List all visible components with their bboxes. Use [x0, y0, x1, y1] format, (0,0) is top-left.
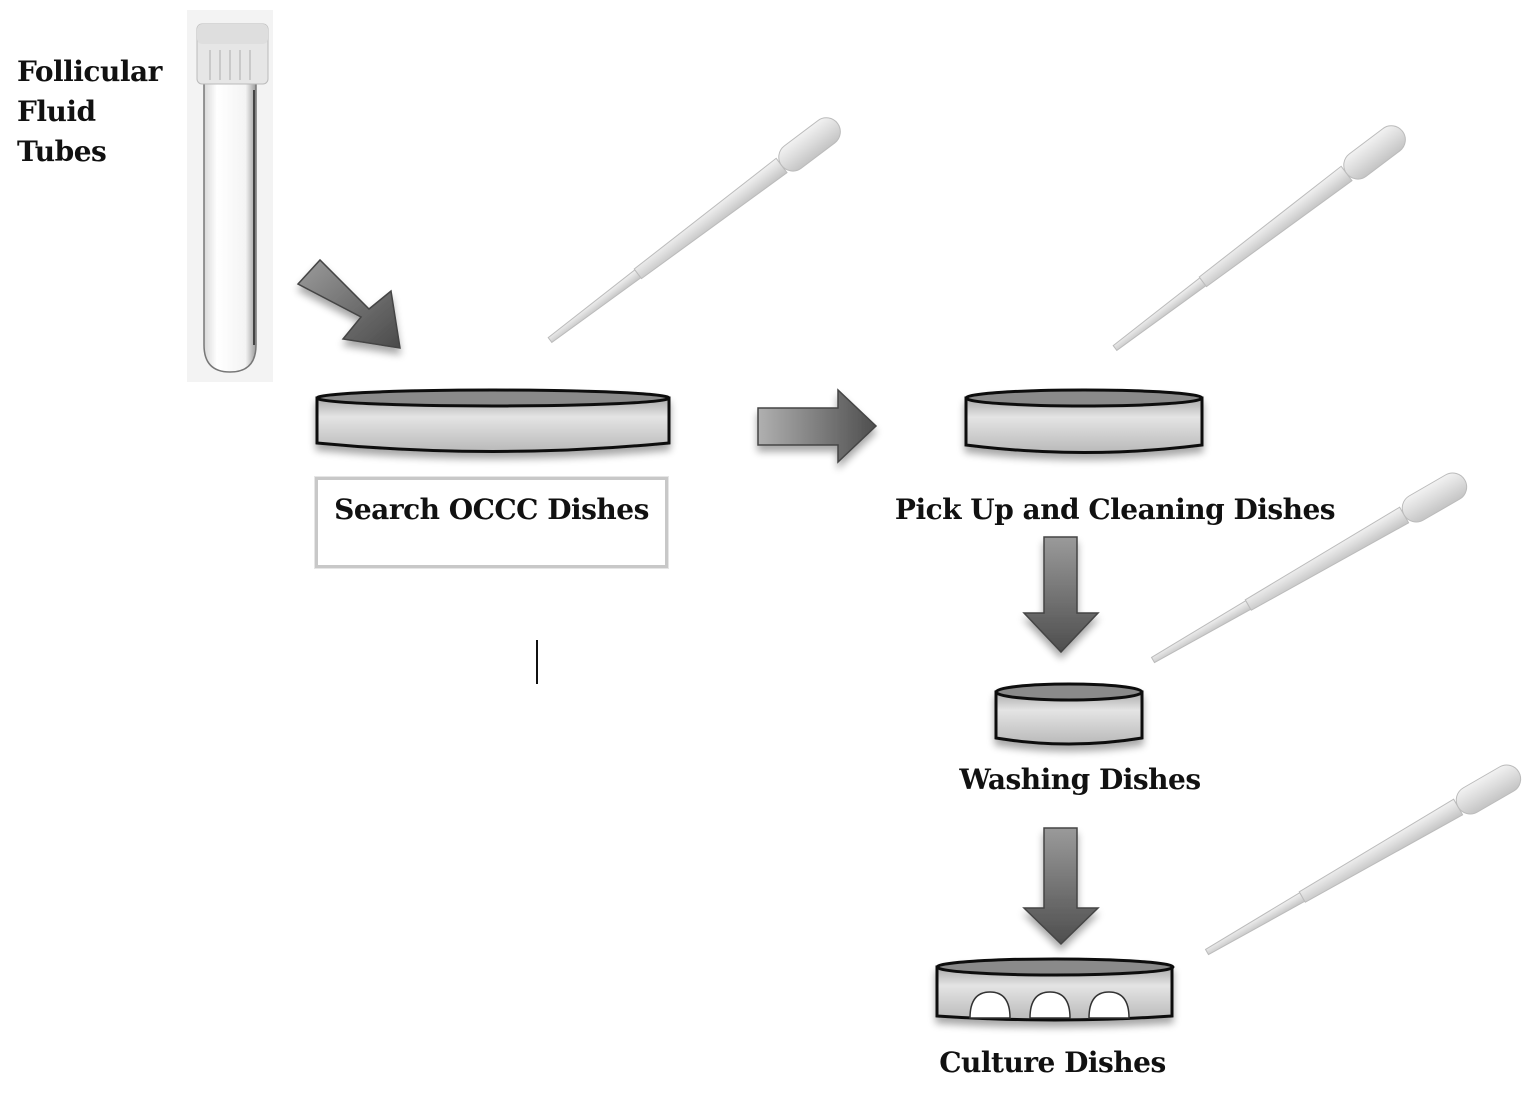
- down-arrow-icon: [1022, 536, 1100, 654]
- step-label-search: Search OCCC Dishes: [334, 493, 649, 526]
- tubes-label-line: Follicular: [17, 55, 162, 88]
- pickup-dish-icon: [964, 388, 1204, 454]
- step-label-washing: Washing Dishes: [959, 763, 1201, 796]
- culture-well: [1088, 991, 1130, 1019]
- culture-well: [1029, 991, 1071, 1019]
- culture-well: [969, 991, 1011, 1019]
- step-label-culture: Culture Dishes: [939, 1046, 1166, 1079]
- culture-dish-icon: [935, 957, 1175, 1022]
- search-dish-icon: [315, 388, 671, 453]
- down-arrow-icon: [1022, 827, 1100, 946]
- step-label-pickup: Pick Up and Cleaning Dishes: [894, 493, 1336, 526]
- pipette-icon: [547, 117, 841, 344]
- pipette-icon: [1112, 125, 1406, 352]
- right-arrow-icon: [757, 388, 878, 464]
- tubes-label: Follicular Fluid Tubes: [17, 52, 162, 172]
- tubes-label-line: Fluid: [17, 95, 96, 128]
- pipette-icon: [1150, 472, 1468, 664]
- washing-dish-icon: [994, 682, 1144, 746]
- tubes-label-line: Tubes: [17, 135, 107, 168]
- search-label-box: [315, 477, 668, 568]
- test-tube-icon: [187, 10, 273, 382]
- diagonal-arrow-icon: [296, 258, 401, 349]
- pipette-icon: [1204, 764, 1522, 956]
